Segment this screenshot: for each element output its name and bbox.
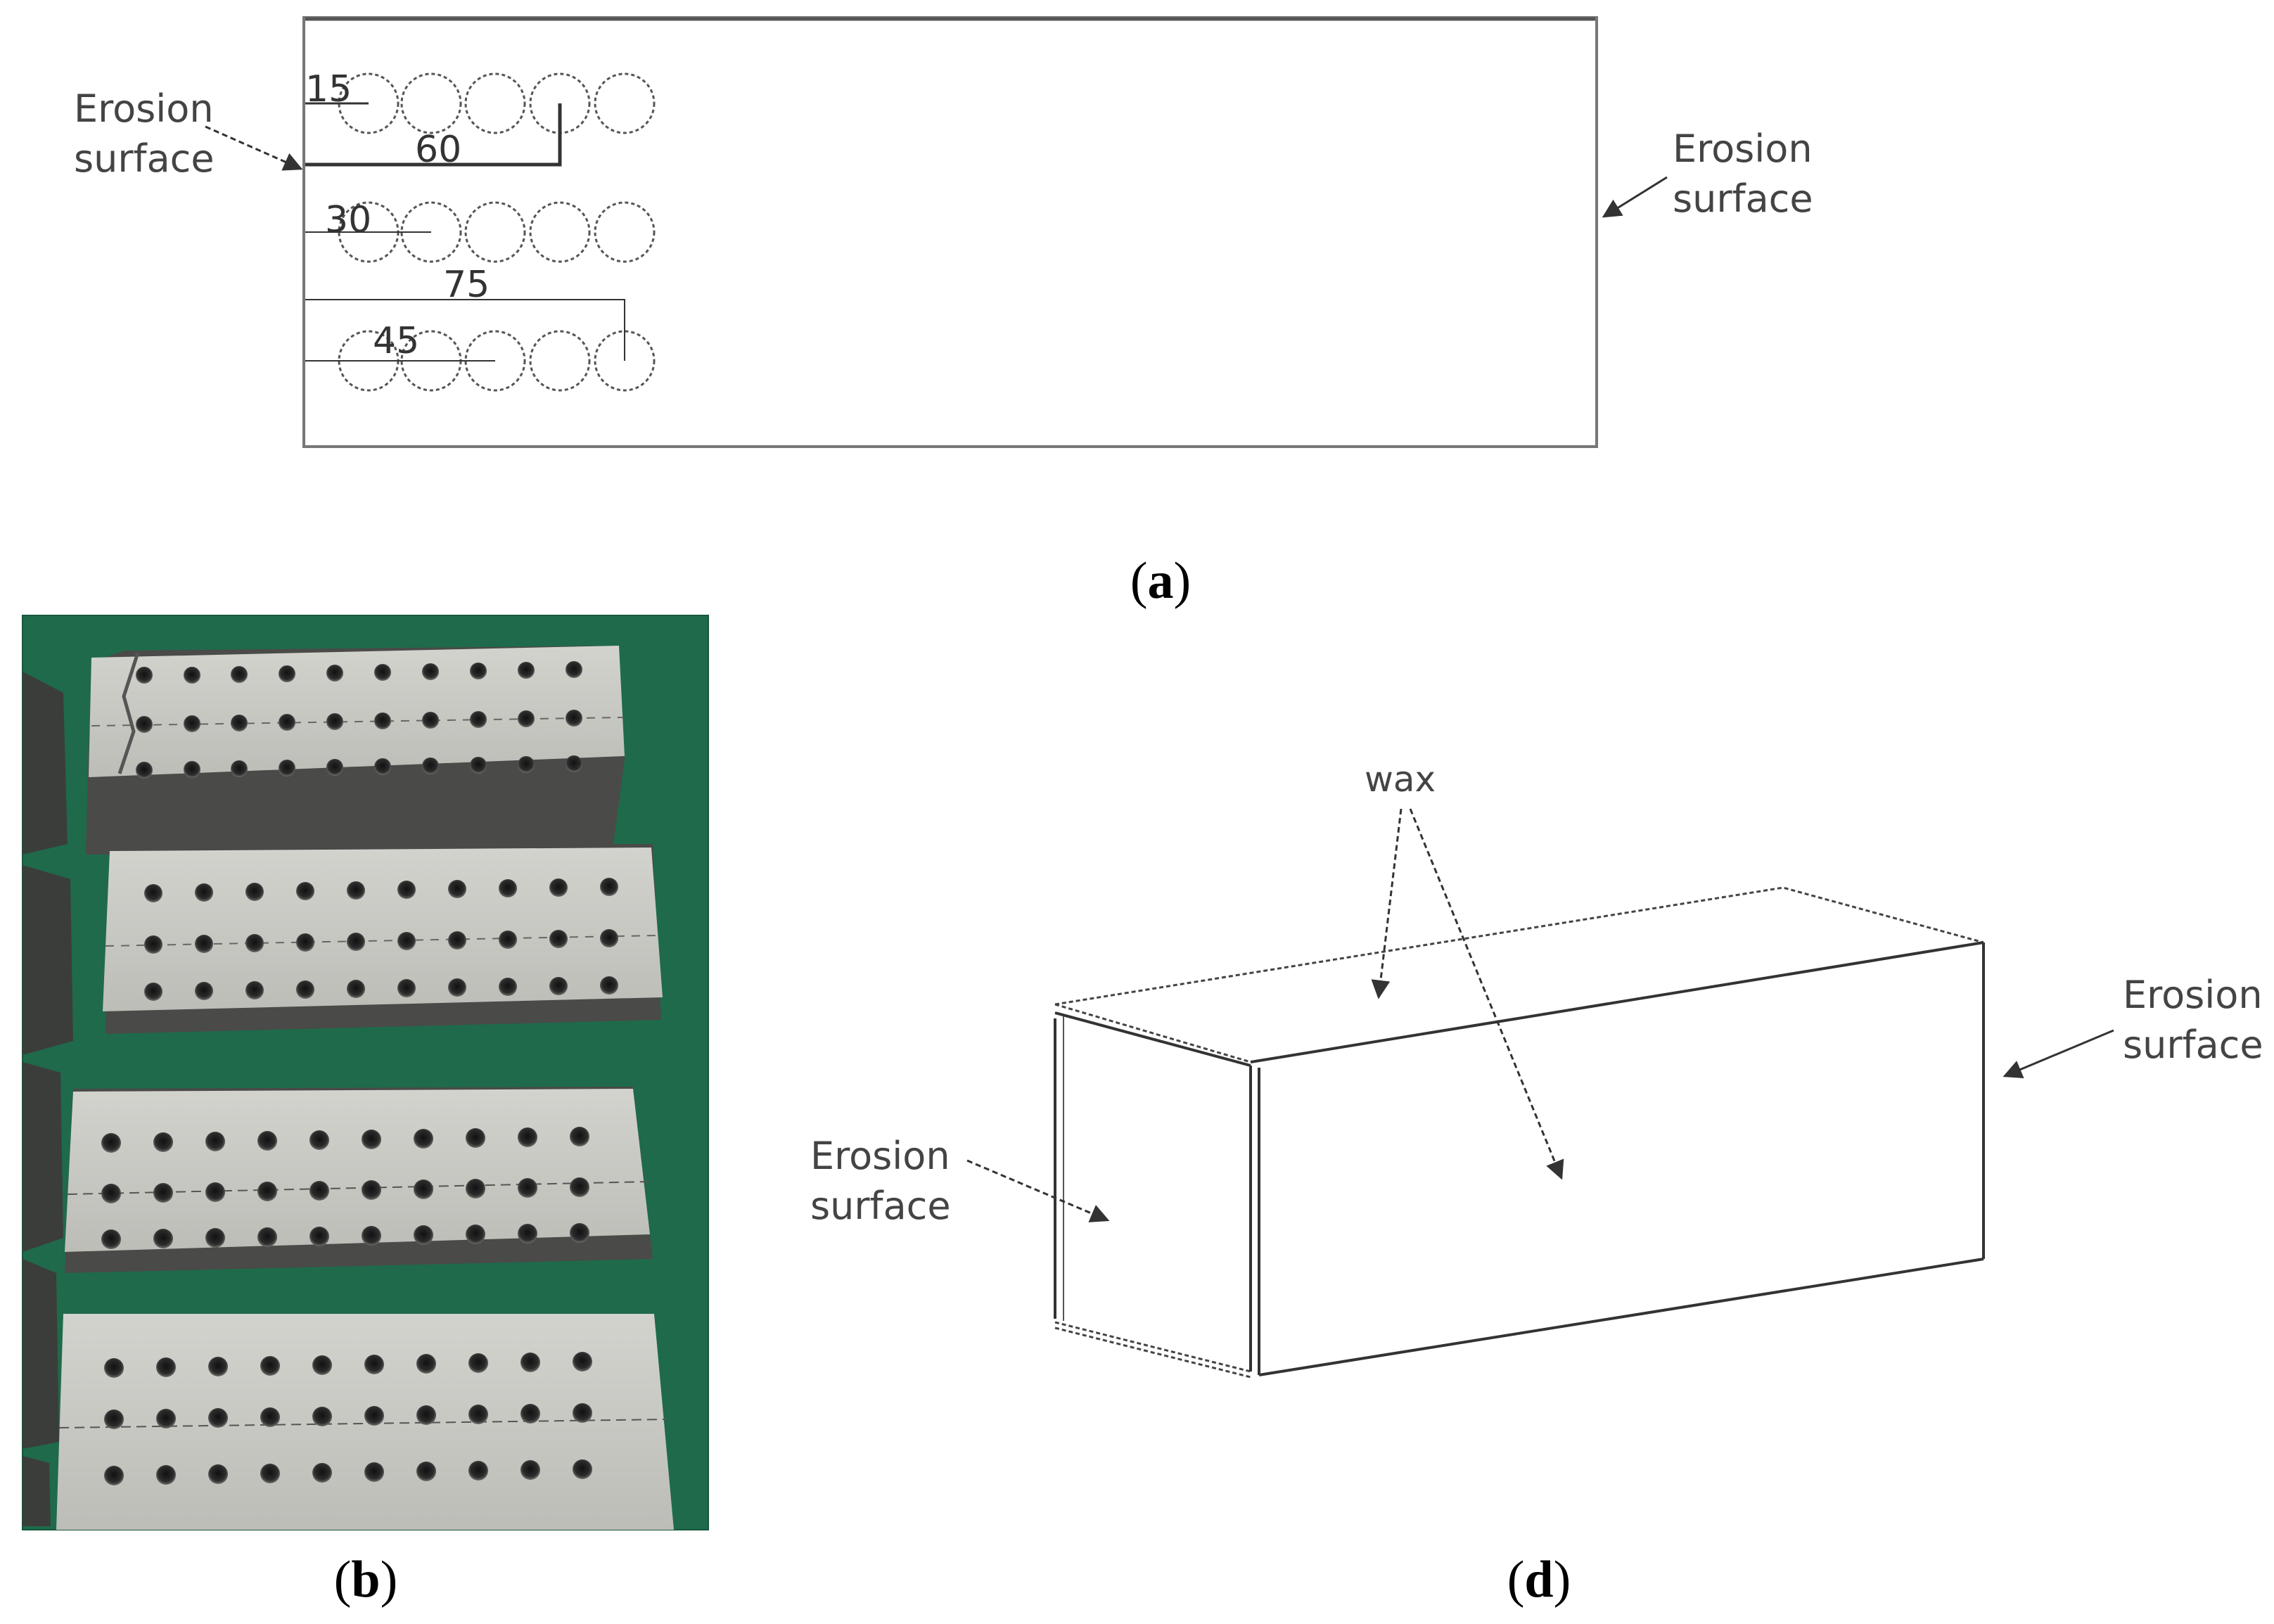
arrow-d-left-erosion: [966, 1159, 1110, 1222]
specimen-holes: [101, 661, 618, 1485]
label-right-erosion: Erosion surface: [1673, 127, 1813, 221]
svg-text:Erosion: Erosion: [2123, 973, 2263, 1017]
dim-75: 75: [443, 264, 490, 306]
svg-text:(a): (a): [1130, 552, 1191, 610]
arrow-left-erosion: [205, 125, 303, 171]
svg-text:(b): (b): [334, 1551, 397, 1609]
specimen-3: [65, 1087, 653, 1273]
dim-60: 60: [415, 129, 461, 171]
label-left-erosion: Erosion surface: [74, 87, 215, 181]
svg-text:surface: surface: [810, 1184, 951, 1228]
prism-edges: [1054, 941, 1985, 1376]
wax-label: wax: [1365, 759, 1436, 800]
prism-wax-bottom: [1054, 1321, 1251, 1379]
wax-arrow-side: [1409, 808, 1564, 1180]
label-d-left-erosion: Erosion surface: [810, 1134, 951, 1228]
dim-45: 45: [373, 320, 419, 362]
panel-a: 15 60 30 75 45 Erosion surface Erosion s…: [74, 16, 1813, 610]
adjacent-specimens: [23, 672, 73, 1526]
specimen-top-view: [302, 16, 1598, 448]
caption-a: (a): [1130, 552, 1191, 610]
svg-text:surface: surface: [1673, 177, 1813, 221]
panel-d: wax Erosion surface Erosion surface (d): [810, 759, 2263, 1609]
svg-text:surface: surface: [2123, 1023, 2263, 1067]
svg-text:Erosion: Erosion: [1673, 127, 1813, 171]
specimen-2: [103, 844, 663, 1034]
caption-b: (b): [334, 1551, 397, 1609]
prism-wax-top: [1054, 886, 1984, 1063]
wax-arrow-top: [1371, 808, 1403, 999]
arrow-right-erosion: [1602, 176, 1668, 218]
panel-b: (b): [22, 615, 709, 1609]
svg-text:Erosion: Erosion: [74, 87, 214, 131]
dimension-lines: [305, 102, 625, 362]
svg-text:(d): (d): [1507, 1551, 1571, 1609]
arrow-d-right-erosion: [2002, 1029, 2114, 1079]
svg-text:Erosion: Erosion: [810, 1134, 950, 1178]
dim-15: 15: [305, 68, 352, 110]
caption-d: (d): [1507, 1551, 1571, 1609]
label-d-right-erosion: Erosion surface: [2123, 973, 2263, 1067]
specimen-1: [86, 646, 625, 855]
dim-30: 30: [325, 199, 371, 241]
svg-text:surface: surface: [74, 136, 215, 181]
